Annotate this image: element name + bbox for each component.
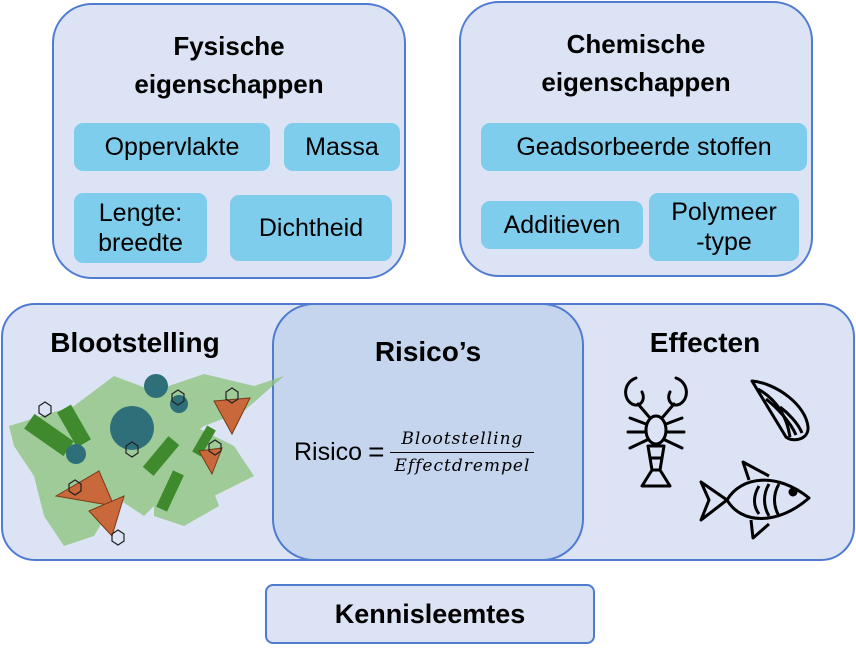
formula-equals: =	[368, 436, 385, 467]
physical-properties-panel: Fysische eigenschappen Oppervlakte Massa…	[52, 3, 406, 279]
formula-fraction: Blootstelling Effectdrempel	[390, 428, 535, 476]
formula-fraction-bar	[390, 451, 535, 453]
orange-fragments	[54, 397, 251, 537]
physical-properties-title: Fysische eigenschappen	[54, 27, 404, 103]
kennisleemtes-label: Kennisleemtes	[334, 598, 526, 629]
chip-polymeer-type: Polymeer -type	[649, 193, 799, 261]
chemical-properties-title: Chemische eigenschappen	[461, 25, 811, 101]
chemical-properties-panel: Chemische eigenschappen Geadsorbeerde st…	[459, 1, 813, 277]
chemical-molecules	[38, 387, 239, 546]
shell-icon	[750, 379, 810, 442]
chip-line: Lengte:	[98, 199, 183, 227]
risicos-title: Risico’s	[374, 336, 482, 367]
title-line: Fysische	[173, 31, 285, 61]
kennisleemtes-box: Kennisleemtes	[265, 584, 595, 644]
title-line: eigenschappen	[134, 69, 324, 99]
chip-oppervlakte: Oppervlakte	[74, 123, 270, 171]
chip-line: Polymeer	[671, 198, 777, 226]
blootstelling-title: Blootstelling	[50, 327, 220, 358]
formula-numerator: Blootstelling	[401, 428, 524, 449]
chip-massa: Massa	[284, 123, 400, 171]
effecten-title: Effecten	[649, 327, 761, 358]
chip-line: breedte	[98, 229, 183, 257]
chip-additieven: Additieven	[481, 201, 643, 249]
formula-lhs: Risico	[294, 437, 363, 466]
title-line: eigenschappen	[541, 67, 731, 97]
risk-formula: Risico = Blootstelling Effectdrempel	[294, 421, 574, 483]
lobster-icon	[624, 376, 688, 488]
risicos-panel: Risico’s Risico = Blootstelling Effectdr…	[272, 303, 584, 561]
chip-lengte-breedte: Lengte: breedte	[74, 193, 207, 263]
title-line: Chemische	[566, 29, 706, 59]
chip-geadsorbeerde-stoffen: Geadsorbeerde stoffen	[481, 123, 807, 171]
chip-dichtheid: Dichtheid	[230, 195, 392, 261]
formula-denominator: Effectdrempel	[394, 455, 531, 476]
fiber-pieces	[24, 404, 216, 512]
microplastics-illustration	[9, 374, 284, 546]
chip-line: -type	[696, 228, 752, 256]
fish-icon	[699, 460, 811, 540]
